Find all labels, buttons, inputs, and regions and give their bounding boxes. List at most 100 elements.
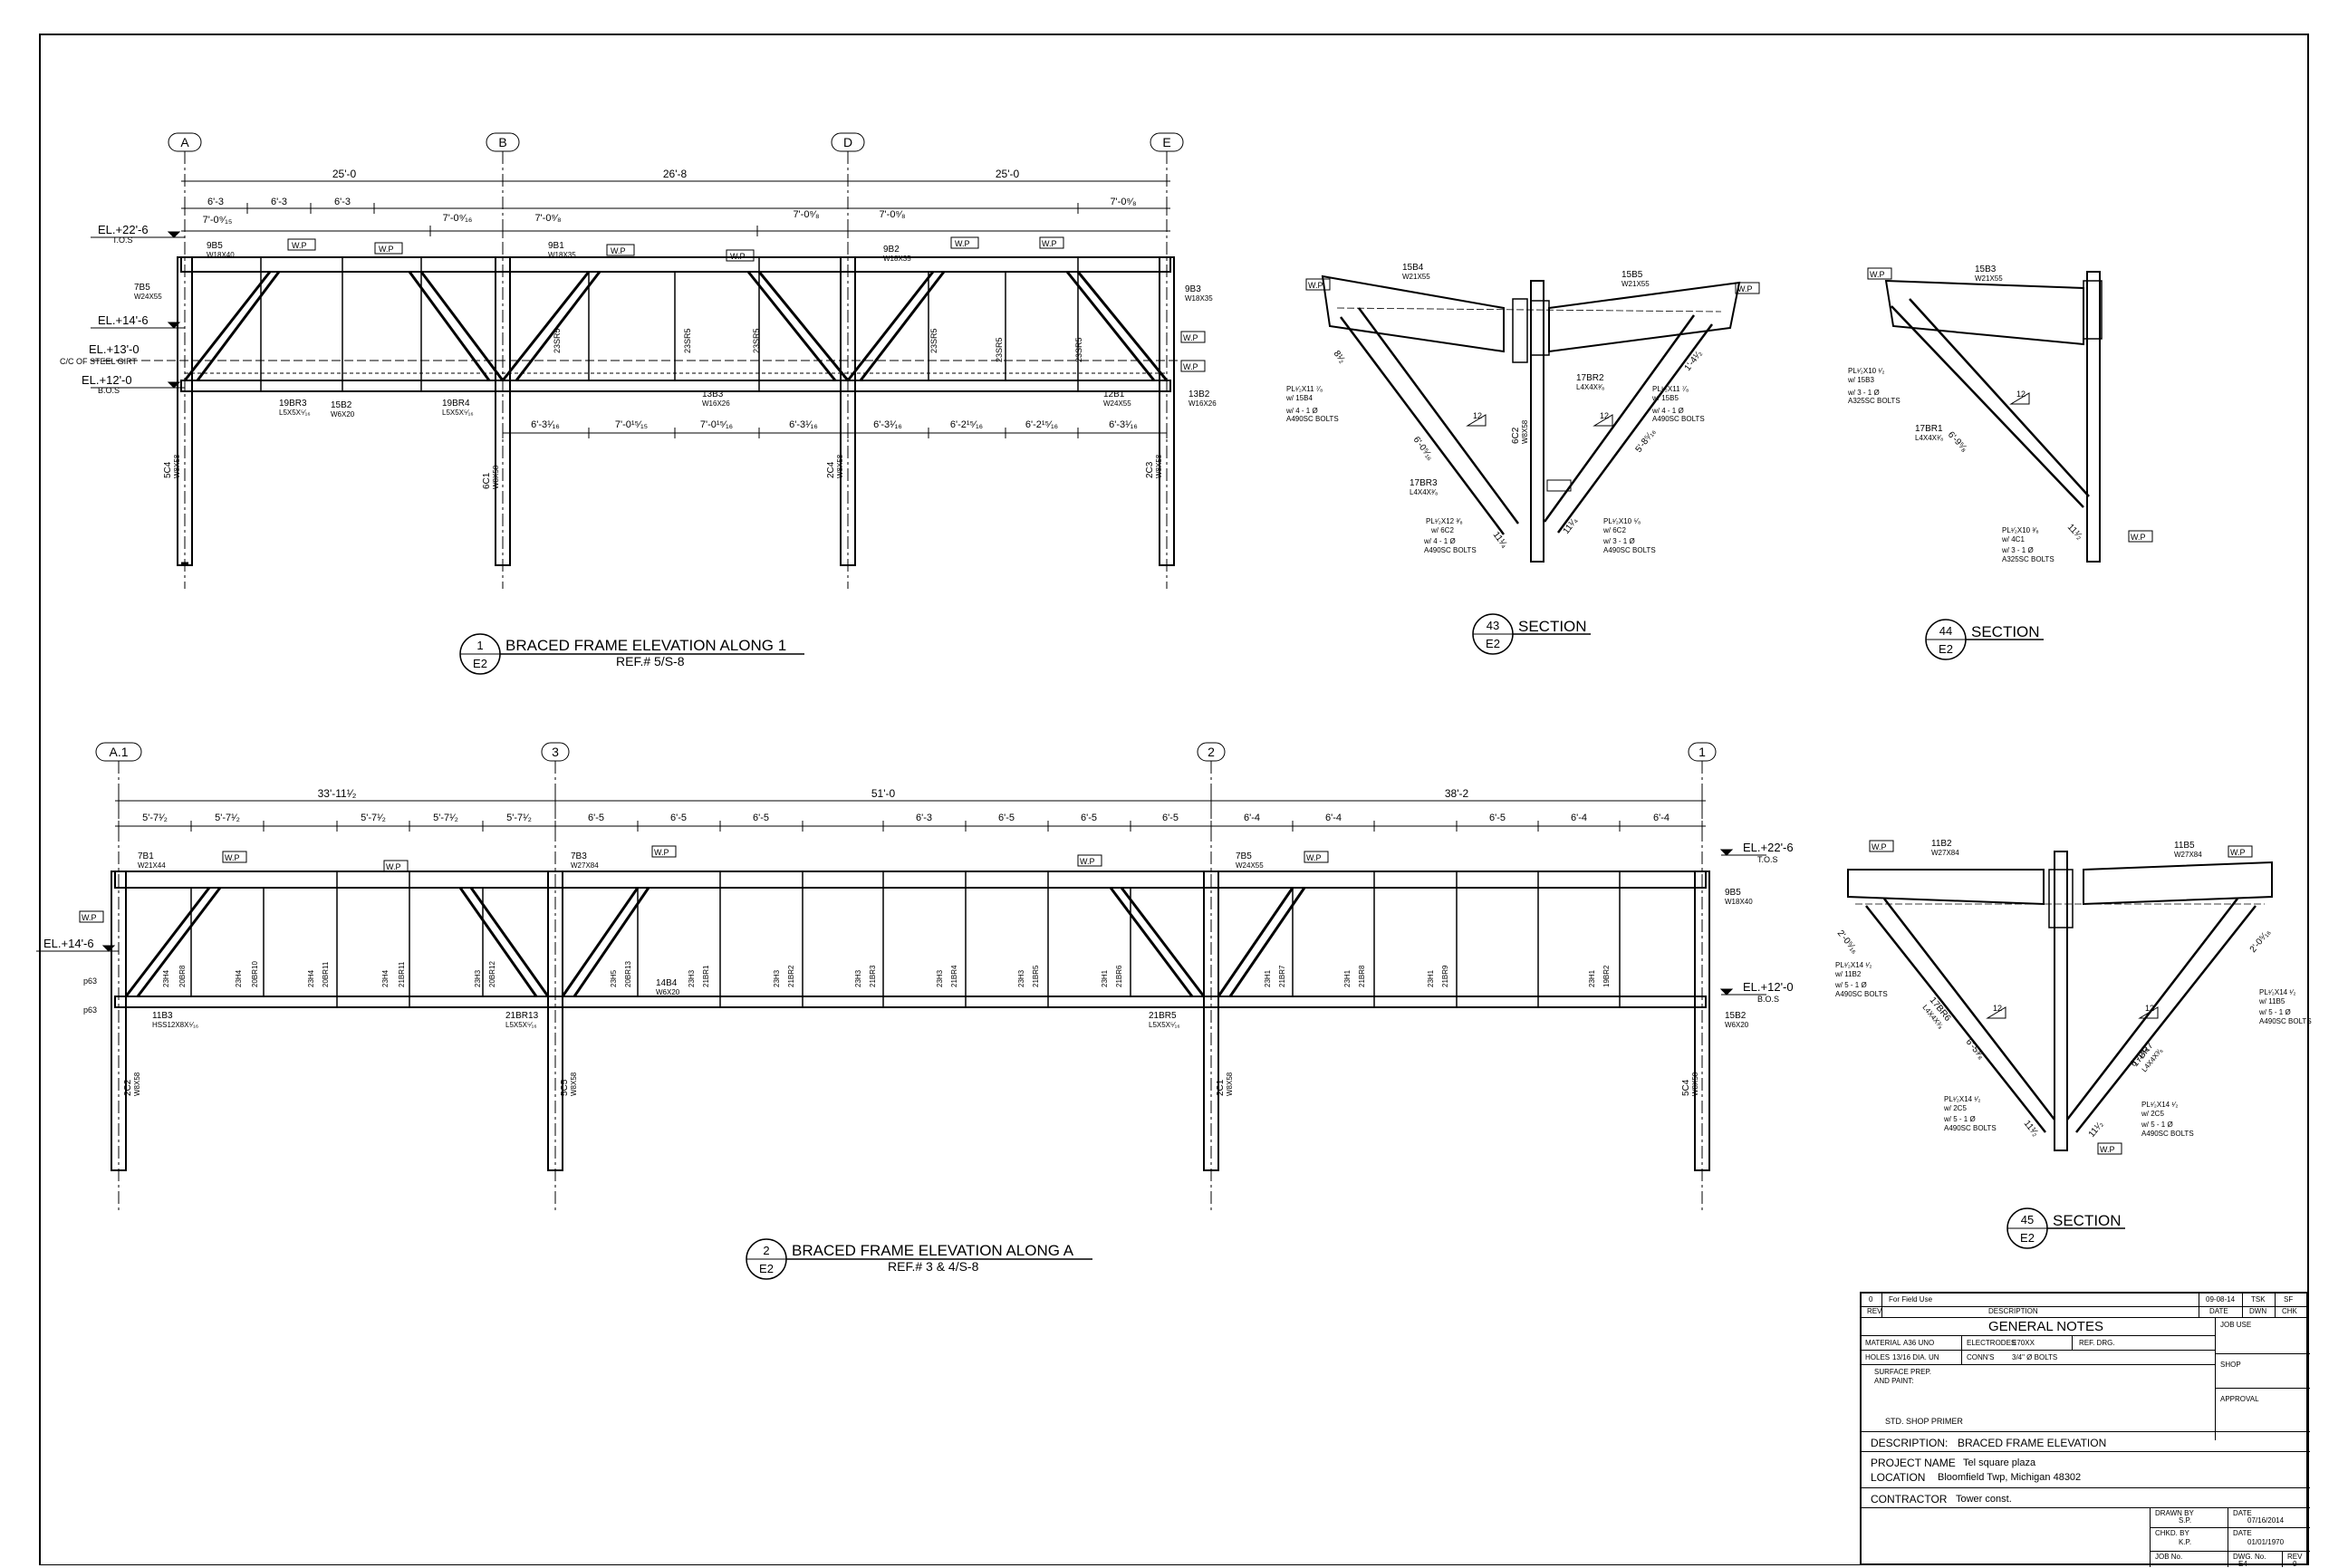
wp-tag: W.P — [82, 913, 97, 922]
section-43: 15B4 W21X55 15B5 W21X55 17BR3 L4X4X³⁄₈ 1… — [1285, 263, 1760, 655]
title-block: 0 For Field Use 09-08-14 TSK SF REV DESC… — [1860, 1292, 2310, 1568]
elevation-sub: T.O.S — [112, 236, 133, 245]
dimension: 6'-4 — [1325, 813, 1342, 823]
member-size: W16X26 — [702, 399, 730, 408]
dimension: 6'-3¹⁄₁₆ — [531, 419, 560, 430]
dimension: 8¹⁄₂ — [1332, 349, 1348, 365]
grid-label: A.1 — [109, 745, 128, 759]
wp-tag: W.P — [1183, 333, 1198, 342]
slope-rise: 12 — [1993, 1004, 2002, 1013]
rev-number: 0 — [1869, 1295, 1873, 1303]
column-mark: 6C1 — [482, 472, 492, 489]
wp-tag: W.P — [1042, 239, 1057, 248]
plate-mark: p63 — [83, 976, 97, 986]
member-size: W24X55 — [134, 293, 162, 301]
member-mark: 15B4 — [1402, 263, 1424, 273]
dimension: 11¹⁄₂ — [2065, 523, 2084, 543]
dimension: 7'-0⁹⁄₈ — [793, 209, 819, 220]
view-title: BRACED FRAME ELEVATION ALONG A — [792, 1242, 1074, 1259]
member-size: L5X5X⁵⁄₁₆ — [1149, 1021, 1180, 1029]
member-size: W27X84 — [2174, 851, 2202, 859]
bottom-beam[interactable] — [180, 380, 1171, 392]
hanger-mark: 20BR12 — [488, 961, 496, 987]
plate-spec: A490SC BOLTS — [2259, 1017, 2312, 1025]
dimension: 6'-5 — [998, 813, 1015, 823]
column[interactable] — [177, 256, 193, 566]
hanger-mark: 21BR3 — [869, 965, 877, 987]
column[interactable] — [547, 871, 563, 1171]
column[interactable] — [1159, 256, 1175, 566]
date-label: DATE — [2233, 1529, 2252, 1537]
column-mark: 2C4 — [826, 461, 836, 478]
column[interactable] — [1203, 871, 1219, 1171]
member-mark: 13B2 — [1188, 390, 1210, 399]
plate-to: w/ 6C2 — [1602, 526, 1626, 534]
dimension: 7'-0¹⁵⁄₁₅ — [615, 419, 648, 430]
plate-spec: A490SC BOLTS — [1603, 546, 1656, 554]
member-size: W18X40 — [1725, 898, 1753, 906]
column[interactable] — [840, 256, 856, 566]
plate-bolts: w/ 5 - 1 Ø — [1834, 981, 1867, 989]
elevation-sub: C/C OF STEEL GIRT — [60, 357, 138, 366]
contractor-value: Tower const. — [1956, 1494, 2012, 1505]
plate-to: w/ 4C1 — [2001, 535, 2025, 544]
plate-spec: A325SC BOLTS — [2002, 555, 2054, 563]
plate-to: w/ 15B4 — [1285, 394, 1313, 402]
hanger-mark: 23H3 — [773, 969, 781, 987]
grid-label: 1 — [1698, 745, 1706, 759]
location-value: Bloomfield Twp, Michigan 48302 — [1938, 1472, 2082, 1483]
dimension: 26'-8 — [663, 168, 688, 180]
member-size: W21X55 — [1621, 280, 1650, 288]
member-mark: 9B1 — [548, 241, 564, 251]
description-label: DESCRIPTION: — [1871, 1437, 1949, 1449]
hanger-mark: 20BR13 — [624, 961, 632, 987]
plate-bolts: w/ 3 - 1 Ø — [1602, 537, 1635, 545]
wp-tag: W.P — [2230, 848, 2246, 857]
member-mark: 15B3 — [1975, 265, 1997, 274]
elevation-label: EL.+22'-6 — [1743, 841, 1794, 854]
column[interactable] — [111, 871, 127, 1171]
plate-bolts: w/ 4 - 1 Ø — [1651, 407, 1684, 415]
conns-value: 3/4" Ø BOLTS — [2012, 1353, 2058, 1361]
hanger-mark: 20BR11 — [322, 961, 330, 987]
plate-label: PL¹⁄₂X11 ⁷⁄₈ — [1286, 385, 1323, 393]
column[interactable] — [1694, 871, 1710, 1171]
frame2-elevation: A.1 3 2 1 33'-11¹⁄₂ 51'-0 38'-2 5'-7¹⁄₂ … — [36, 742, 1794, 1280]
column-mark: 6C2 — [1511, 427, 1521, 444]
rev-date: 09-08-14 — [2206, 1295, 2236, 1303]
detail-sheet: E2 — [2020, 1231, 2035, 1245]
dimension: 11¹⁄₄ — [1562, 516, 1581, 536]
plate-label: PL¹⁄₂X14 ¹⁄₂ — [1944, 1095, 1980, 1103]
holes-value: 13/16 DIA. UN — [1892, 1353, 1939, 1361]
dimension: 6'-5 — [753, 813, 769, 823]
bottom-beam[interactable] — [114, 996, 1707, 1008]
hanger-mark: 21BR4 — [950, 965, 958, 987]
view-title: BRACED FRAME ELEVATION ALONG 1 — [505, 637, 786, 654]
plate-to: w/ 11B5 — [2258, 997, 2285, 1005]
frame2-grid-bubbles: A.1 3 2 1 — [95, 742, 1717, 762]
top-beam[interactable] — [180, 256, 1171, 273]
member-mark: 15B2 — [1725, 1011, 1747, 1021]
dimension: 5'-7¹⁄₂ — [361, 813, 386, 823]
member-size: W18X35 — [548, 251, 576, 259]
checked-by-value: K.P. — [2179, 1538, 2192, 1546]
frame1-struts — [260, 257, 1079, 391]
section-45: 11B2 W27X84 11B5 W27X84 17BR6 L4X4X³⁄₈ 1… — [1834, 839, 2312, 1249]
dimension: 6'-2¹⁵⁄₁₆ — [1025, 419, 1058, 430]
wp-tag: W.P — [955, 239, 970, 248]
grid-label: 3 — [552, 745, 559, 759]
plate-label: PL¹⁄₂X14 ¹⁄₂ — [2141, 1101, 2178, 1109]
view-title: SECTION — [2053, 1212, 2122, 1229]
grid-label: D — [843, 135, 852, 149]
wp-tag: W.P — [379, 245, 394, 254]
column[interactable] — [495, 256, 511, 566]
hanger-mark: 21BR1 — [702, 965, 710, 987]
top-beam[interactable] — [114, 871, 1707, 889]
wp-tag: W.P — [386, 862, 401, 871]
wp-tag: W.P — [2131, 533, 2146, 542]
hanger-mark: 23H4 — [235, 969, 243, 987]
hanger-mark: 21BR5 — [1032, 965, 1040, 987]
wp-tag: W.P — [1080, 857, 1095, 866]
wp-tag: W.P — [1872, 842, 1887, 851]
dimension: 6'-4 — [1653, 813, 1670, 823]
